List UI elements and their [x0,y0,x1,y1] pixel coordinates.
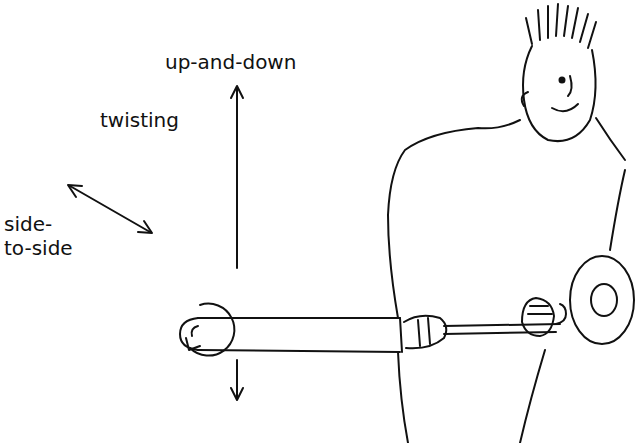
torso [388,215,398,318]
down-arrow [236,360,238,398]
disc [570,256,634,344]
arrowhead [231,388,243,400]
arm [198,317,400,319]
shoulder [388,120,520,215]
side-arrow [70,186,150,232]
disc-hole [591,284,617,316]
hand [522,298,554,336]
motion-label: twisting [100,108,230,132]
up-arrow [236,88,238,268]
fist [180,318,198,350]
smile [552,104,578,111]
fingers [528,306,552,314]
rod [444,324,560,326]
motion-label: side- to-side [4,212,86,260]
arrowhead [68,185,82,197]
arrowhead [138,221,152,233]
hair [526,4,596,48]
cuff [400,318,402,352]
hand [404,316,446,349]
eye [560,78,565,83]
hook [556,304,566,324]
arm [198,350,400,352]
motion-label: up-and-down [165,50,335,74]
torso [520,350,545,443]
shoulder [596,118,625,160]
torso [398,352,408,443]
fist [192,326,198,336]
torso [610,170,625,250]
fingers [418,318,430,346]
ear [522,92,528,106]
head [523,46,596,141]
arrowhead [186,338,200,350]
arrowhead [231,86,243,98]
rod [444,332,556,334]
nose [568,76,572,96]
